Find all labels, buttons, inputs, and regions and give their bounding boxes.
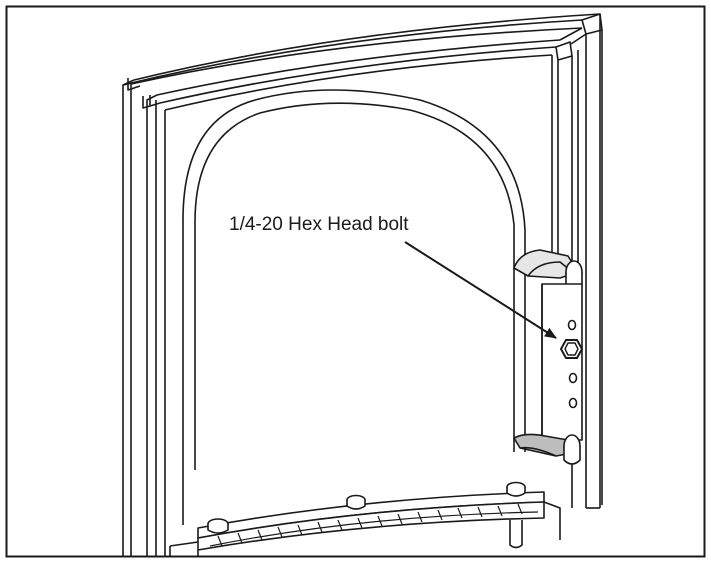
- rail-bolt-left: [207, 518, 229, 534]
- door-frame: [122, 13, 603, 556]
- frame-border: [5, 5, 706, 558]
- hinge-assembly: [513, 249, 583, 465]
- rail-bolt-center: [346, 494, 366, 510]
- callout-label: 1/4-20 Hex Head bolt: [229, 214, 409, 235]
- bottom-rail: [169, 481, 561, 556]
- rail-bolt-right: [506, 481, 526, 497]
- hex-head-bolt: [560, 339, 583, 359]
- callout-arrow: [404, 241, 557, 339]
- glass-arch-opening: [182, 89, 526, 525]
- rail-grooves: [209, 503, 539, 547]
